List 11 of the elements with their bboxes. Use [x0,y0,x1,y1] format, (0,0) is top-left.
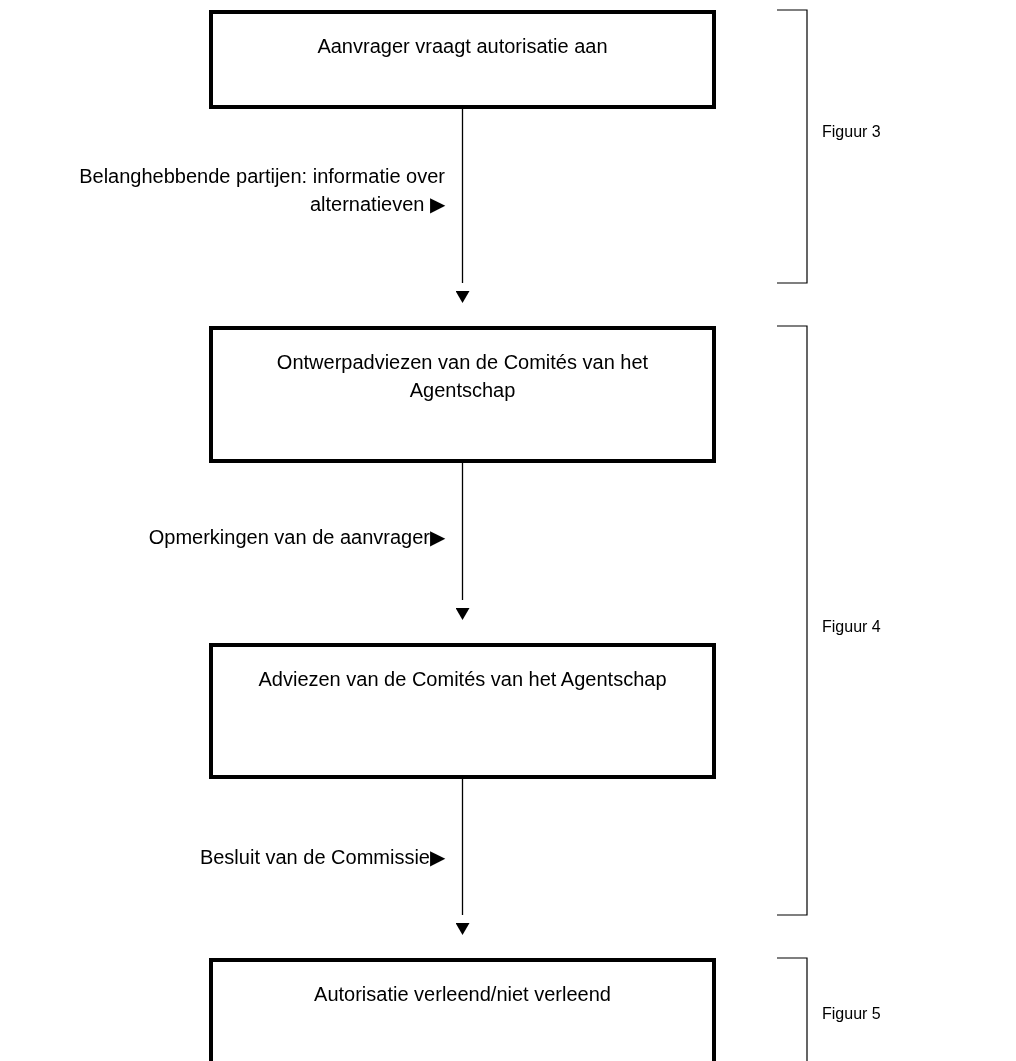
box-text: Adviezen van de Comités van het Agentschap [257,667,668,692]
process-box [209,326,716,463]
figure-reference: Figuur 3 [822,123,881,141]
figure-reference: Figuur 5 [822,1005,881,1023]
box-text: Ontwerpadviezen van de Comités van het Agentschap [275,350,650,403]
process-box [209,643,716,779]
box-text: Aanvrager vraagt autorisatie aan [316,34,609,59]
figure-reference: Figuur 4 [822,618,881,636]
process-box [209,958,716,1061]
process-box [209,10,716,109]
box-text: Autorisatie verleend/niet verleend [313,982,612,1007]
